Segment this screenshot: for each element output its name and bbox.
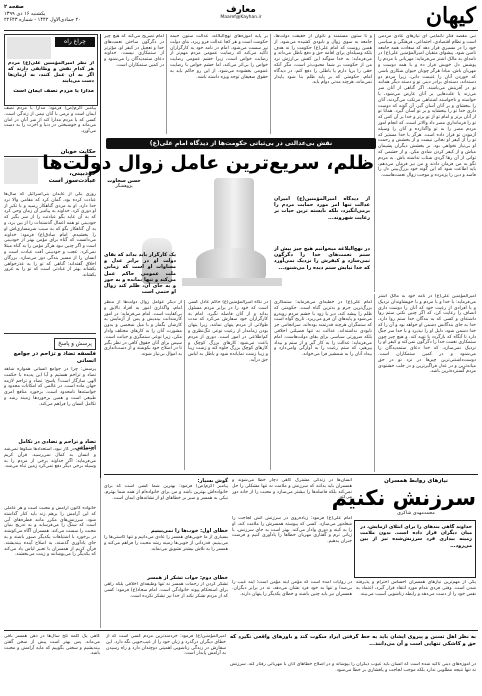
lower-author: محمدمهدی شاکری xyxy=(397,511,435,516)
top-col-3: بر پایه آموزه‌های نهج‌البلاغه، عدالت ستو… xyxy=(170,34,268,80)
sidebar-title-1: چراغ راه xyxy=(55,37,95,47)
lower-col-c: گوش بسپار: پیامبر اکرم(ص) فرمود: بهترین … xyxy=(104,478,228,638)
feature-callout-left: یک کارگزار باید بداند که بقای دولت او در… xyxy=(104,252,176,296)
date-line: یکشنبه ۱۶ دی ۱۳۹۹ xyxy=(4,10,46,17)
sidebar-sub-3: فلسفه تضاد و تزاحم در جوامع انسانی xyxy=(13,351,96,364)
header-meta: صفحه ۲ یکشنبه ۱۶ دی ۱۳۹۹ ۲۰ جمادی‌الاول … xyxy=(4,4,94,24)
bottom-rule xyxy=(4,630,478,631)
sidebar-quote: از نظر امیرالمؤمنین علی(ع) مردم هر کدام … xyxy=(8,61,94,84)
lower-headline: سرزنش نکنیم xyxy=(331,486,476,510)
lower-subhead-1: خطای اول: خوب‌ها را نمی‌بینیم xyxy=(151,528,228,534)
lower-col-right: امام علی(ع) فرمود: زیاده‌روی در سرزنش آت… xyxy=(232,516,352,545)
feature-col-3: در نگاه امیرالمؤمنین(ع) حاکم عادل کسی اس… xyxy=(188,300,268,363)
lower-col-d: خانواده کانون آرامش و محبت است و هر عامل… xyxy=(4,506,96,558)
sidebar-text-3: پرسش: چرا در جوامع انسانی همواره شاهد تض… xyxy=(4,367,96,407)
section-title: معارف xyxy=(226,5,256,15)
sidebar-box-3: پرسش و پاسخ فلسفه تضاد و تزاحم در جوامع … xyxy=(4,333,96,366)
col-divider xyxy=(166,34,167,134)
hadith-heading: گوش بسپار: xyxy=(197,478,228,484)
issue-line: ۲۰ جمادی‌الاول ۱۴۴۲ - شماره ۲۲۶۴۳ xyxy=(4,17,81,23)
bottom-text-mid: امیرالمؤمنین(ع) فرمود: خردمندترین مردم ک… xyxy=(106,634,226,657)
section-email: Maaref@Kayhan.ir xyxy=(220,15,262,20)
col-divider xyxy=(374,34,375,292)
lower-quote-box: خداوند گاهی بندهای را برای ابتلای آزمایش… xyxy=(354,520,476,578)
lower-col-c-text2: بسیاری از ما خوبی‌های همسر را عادی می‌دا… xyxy=(104,535,228,552)
sidebar-title-2: حکایت خوبان xyxy=(4,148,96,157)
bottom-text-right: در آموزه‌های دینی تأکید شده است که انسان… xyxy=(230,662,476,673)
sidebar-quote-sub: مدارا با مردم نصف ایمان است xyxy=(13,89,94,94)
col-divider xyxy=(270,34,271,134)
feature-col-1: امیرالمؤمنین علی(ع) در نامه خود به مالک … xyxy=(378,294,476,375)
sidebar-box-2: حکایت خوبان خودبینی، عبادت‌سوز است xyxy=(4,148,96,190)
author-box: حسن سخاوت پژوهشگر xyxy=(104,178,144,218)
masthead-logo: كيهان xyxy=(420,4,476,28)
bottom-text-left: گاهی یک کلمه تلخ سال‌ها در ذهن همسر باقی… xyxy=(4,634,100,657)
sidebar-divider xyxy=(100,34,101,502)
sidebar-box-1: چراغ راه از نظر امیرالمؤمنین علی(ع) مردم… xyxy=(4,34,98,106)
sidebar-title-3: پرسش و پاسخ xyxy=(54,338,96,350)
lower-col-a: یکی از مهم‌ترین نیازهای همسران احساس احت… xyxy=(356,580,476,597)
top-col-1: نبی مقصد فکر ناتمامی ای نیازهای عادی مرد… xyxy=(378,34,476,179)
feature-kicker: نقش بی‌عدالتی در بی‌ثباتی حکومت‌ها از دی… xyxy=(106,138,376,149)
bottom-bold-text: به نظر اهل تسنن و پیروی ایشان باید به خط… xyxy=(230,634,476,647)
feature-col-2: امام علی(ع) در خطبه‌ای می‌فرماید: ستمکار… xyxy=(274,300,372,358)
sidebar-text-4: اگر تضادی در کار نبود، استعدادها شکوفا ن… xyxy=(4,447,96,470)
lower-box-quote: خداوند گاهی بندهای را برای ابتلای آزمایش… xyxy=(360,524,472,549)
sidebar-text-2: روزی یکی از عابدان بنی‌اسرائیل که سال‌ها… xyxy=(4,192,96,279)
sidebar-sub-4: تضاد و تزاحم و تضادی در تکامل اجتماعی xyxy=(18,439,96,451)
feature-author: حسن سخاوت xyxy=(107,178,141,184)
top-col-4: امام تصریح می‌کند که هیچ چیز در دگرگون س… xyxy=(104,34,164,68)
top-col-2: و تا ستون مستمند و ناتوان از حقیقت دولت‌… xyxy=(274,34,372,86)
col-divider xyxy=(270,300,271,470)
col-divider xyxy=(374,294,375,472)
logo-text: كيهان xyxy=(425,3,476,29)
thumbnail-image xyxy=(7,37,51,59)
sidebar-sub-2: خودبینی، عبادت‌سوز است xyxy=(48,170,96,184)
feature-callout-right: از دیدگاه امیرالمؤمنین(ع) امیران عدالت ت… xyxy=(274,196,370,221)
page-label: صفحه ۲ xyxy=(4,4,24,10)
header-rule xyxy=(4,30,478,31)
feature-illustration xyxy=(104,178,372,298)
col-divider xyxy=(100,478,101,628)
feature-callout-mid: در نهج‌البلاغه میخوانیم هیچ چیز بیش از س… xyxy=(274,246,370,271)
feature-col-4: از دیگر عوامل زوال دولت‌ها از منظر امام،… xyxy=(104,300,182,358)
lower-header: نیازهای روابط همسران سرزنش نکنیم محمدمهد… xyxy=(331,478,476,517)
figure-pushing xyxy=(142,238,172,284)
lower-col-c-text1: پیامبر اکرم(ص) فرمود: بهترین شما کسی است… xyxy=(104,484,228,501)
col-divider xyxy=(184,300,185,470)
lower-intro: انسان‌ها در زندگی مشترک گاهی دچار خطا می… xyxy=(232,478,352,501)
lower-subhead-2: خطای دوم: جواب تشکر از همسر xyxy=(146,575,228,581)
section-rule xyxy=(104,474,478,475)
lower-col-b: در روایات آمده است که مؤمن آینه مؤمن است… xyxy=(232,580,352,597)
lower-kicker: نیازهای روابط همسران xyxy=(384,478,448,484)
section-header: معارف Maaref@Kayhan.ir xyxy=(200,5,282,20)
story-image xyxy=(4,158,38,184)
feature-headline: ظلم، سریع‌ترین عامل زوال دولت‌ها xyxy=(42,152,374,174)
statue-base xyxy=(182,278,282,286)
feature-author-sub: پژوهشگر xyxy=(115,184,133,189)
statue-foot xyxy=(196,248,266,282)
lower-col-c-text3: تشکر کردن از زحمات همسر نه تنها وظیفه‌ای… xyxy=(104,582,228,599)
sidebar-text-1: پیامبر اکرم(ص) فرمود: مدارا با مردم نصف … xyxy=(4,106,96,135)
